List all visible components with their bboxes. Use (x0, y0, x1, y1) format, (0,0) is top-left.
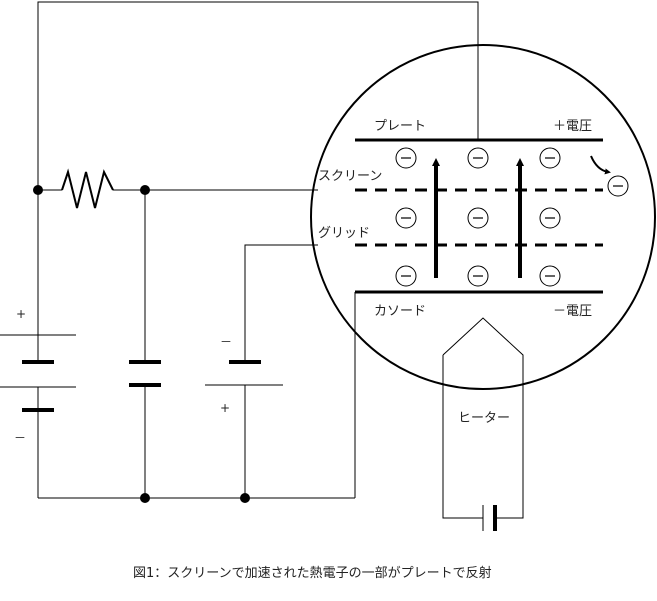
battery-middle (129, 360, 161, 387)
minus-voltage-label: －電圧 (553, 304, 592, 319)
plate-label: プレート (374, 119, 426, 134)
electron-icon (395, 265, 417, 287)
figure-caption: 図1：スクリーンで加速された熱電子の一部がプレートで反射 (133, 565, 492, 581)
reflected-electron-arrow (590, 155, 611, 175)
wiring (37, 1, 524, 519)
cathode-label: カソード (374, 304, 426, 319)
battery-left (0, 334, 76, 412)
grid-label: グリッド (318, 226, 370, 241)
electron-icon (467, 147, 489, 169)
battery-bias-plus-sign: + (220, 401, 230, 415)
electron-icon (539, 147, 561, 169)
junction-node (33, 185, 43, 195)
heater-label: ヒーター (458, 411, 510, 426)
battery-heater (482, 505, 497, 531)
screen-label: スクリーン (318, 169, 382, 184)
electron-icon (467, 265, 489, 287)
electron-icon (395, 147, 417, 169)
resistor (61, 168, 114, 209)
battery-grid-bias (205, 360, 283, 386)
battery-bias-minus-sign: － (220, 335, 232, 349)
junction-node (140, 493, 150, 503)
electron-icon (539, 265, 561, 287)
junction-node (140, 185, 150, 195)
battery-left-plus-sign: + (16, 307, 26, 321)
electron-icon (467, 207, 489, 229)
electrons-group (395, 147, 629, 287)
junction-node (240, 493, 250, 503)
plus-voltage-label: ＋電圧 (553, 119, 592, 134)
electron-icon (395, 207, 417, 229)
electron-icon (607, 175, 629, 197)
tube-envelope (310, 44, 656, 390)
electron-icon (539, 207, 561, 229)
battery-left-minus-sign: － (14, 431, 26, 445)
